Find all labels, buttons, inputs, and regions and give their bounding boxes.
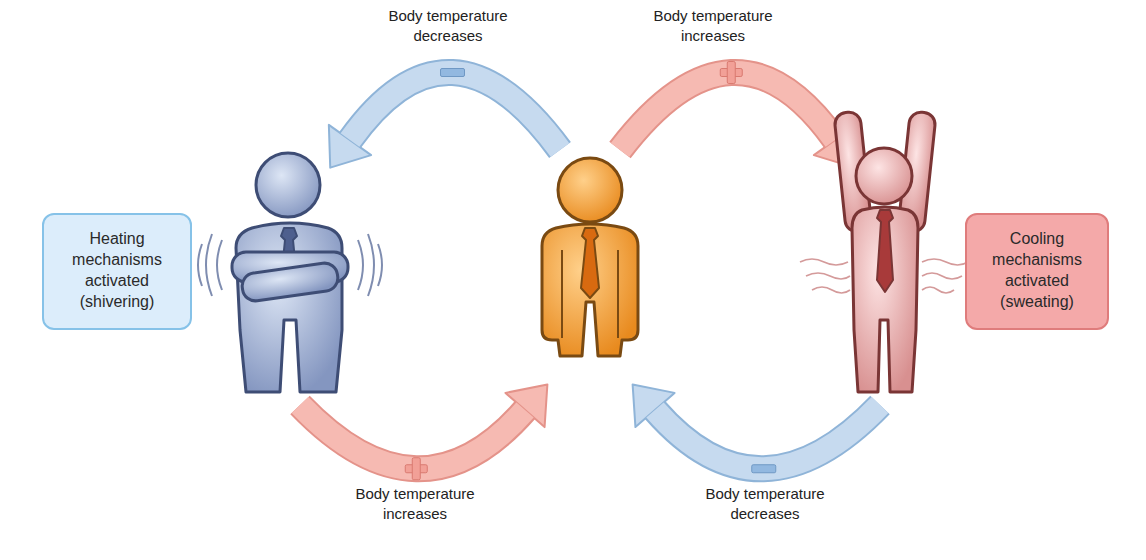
box-text: Heating mechanisms activated (shivering): [58, 229, 176, 312]
arrow-label: Body temperature increases: [345, 484, 485, 523]
arrow-band: [655, 405, 880, 469]
box-text: Cooling mechanisms activated (sweating): [981, 229, 1093, 312]
arrow-label: Body temperature decreases: [695, 484, 835, 523]
arrow-outline: [655, 405, 880, 469]
arrow-band: [350, 72, 560, 150]
feedback-arrows: [300, 62, 880, 480]
feedback-arrow: [620, 62, 856, 168]
arrow-band: [620, 72, 835, 150]
arrow-outline: [350, 72, 560, 150]
cooling-box: Cooling mechanisms activated (sweating): [965, 213, 1109, 330]
plus-sign: [720, 62, 742, 84]
arrow-outline: [620, 72, 835, 150]
minus-sign: [752, 465, 776, 473]
heating-box: Heating mechanisms activated (shivering): [42, 213, 192, 330]
minus-sign: [441, 69, 465, 77]
sign-bar: [441, 69, 465, 77]
hot-person: [800, 111, 968, 392]
sign-bar: [412, 458, 420, 480]
sign-bar: [727, 62, 735, 84]
normal-person: [542, 158, 638, 356]
sign-bar: [752, 465, 776, 473]
arrow-label: Body temperature decreases: [378, 6, 518, 45]
arrow-label: Body temperature increases: [643, 6, 783, 45]
feedback-arrow: [329, 69, 560, 168]
plus-sign: [405, 458, 427, 480]
cold-person: [198, 153, 382, 392]
feedback-arrow: [300, 384, 547, 479]
feedback-arrow: [633, 384, 880, 472]
